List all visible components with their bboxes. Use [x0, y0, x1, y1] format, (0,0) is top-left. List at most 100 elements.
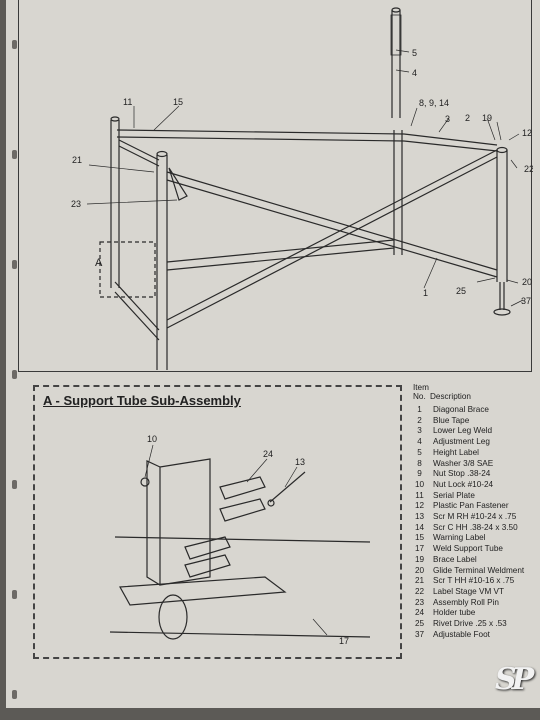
part-number: 25 [414, 619, 425, 629]
callout-a: A [95, 257, 103, 269]
parts-table-row: 8 Washer 3/8 SAE [411, 459, 540, 470]
callout-22: 22 [524, 164, 533, 174]
part-number: 23 [414, 597, 425, 607]
part-number: 21 [414, 576, 425, 586]
part-description: Label Stage VM VT [433, 586, 504, 596]
callout-19: 19 [482, 113, 492, 123]
part-number: 37 [414, 629, 425, 639]
part-number: 13 [414, 512, 425, 522]
callout-2: 2 [465, 113, 470, 123]
part-description: Holder tube [433, 608, 476, 618]
part-description: Diagonal Brace [433, 405, 489, 414]
part-number: 17 [414, 544, 425, 554]
part-description: Warning Label [433, 533, 486, 543]
subassembly-panel: A - Support Tube Sub-Assembly 10 24 13 1… [33, 385, 402, 659]
parts-table-row: 14 Scr C HH .38-24 x 3.50 [411, 523, 540, 534]
callout-4: 4 [412, 68, 417, 78]
part-number: 8 [417, 458, 422, 468]
part-description: Lower Leg Weld [433, 426, 493, 436]
callout-20: 20 [522, 277, 532, 287]
subassembly-title: A - Support Tube Sub-Assembly [43, 393, 241, 408]
parts-table-row: 9 Nut Stop .38-24 [411, 469, 540, 480]
frame-diagram: 5 4 11 15 8, 9, 14 3 2 19 12 21 22 23 A … [71, 7, 533, 370]
sub-callout-24: 24 [263, 449, 273, 459]
parts-table-row: 21 Scr T HH #10-16 x .75 [411, 576, 540, 587]
parts-table-row: 5 Height Label [411, 448, 540, 459]
part-number: 1 [417, 405, 422, 414]
part-description: Blue Tape [433, 415, 470, 425]
part-number: 3 [417, 426, 422, 436]
callout-12: 12 [522, 128, 532, 138]
header-item: Item [413, 383, 429, 392]
part-number: 5 [417, 447, 422, 457]
callout-3: 3 [445, 114, 450, 124]
callout-5: 5 [412, 48, 417, 58]
callout-23: 23 [71, 199, 81, 209]
parts-table-row: 2 Blue Tape [411, 416, 540, 427]
part-number: 9 [417, 469, 422, 479]
callout-1: 1 [423, 288, 428, 298]
parts-table-row: 37 Adjustable Foot [411, 630, 540, 641]
parts-table-header: Item No. Description [411, 383, 540, 405]
parts-table-row: 12 Plastic Pan Fastener [411, 501, 540, 512]
parts-table-row: 15 Warning Label [411, 533, 540, 544]
header-no: No. [413, 392, 426, 401]
callout-37: 37 [521, 296, 531, 306]
part-number: 14 [414, 522, 425, 532]
parts-table-row: 3 Lower Leg Weld [411, 426, 540, 437]
part-description: Height Label [433, 447, 479, 457]
part-description: Adjustable Foot [433, 629, 490, 639]
parts-table-row: 24 Holder tube [411, 608, 540, 619]
part-description: Scr M RH #10-24 x .75 [433, 512, 517, 522]
subassembly-diagram: 10 24 13 17 [109, 434, 371, 646]
parts-table-rows: 1 Diagonal Brace 2 Blue Tape 3 Lower Leg Weld… [411, 405, 540, 640]
part-number: 24 [414, 608, 425, 618]
part-description: Scr C HH .38-24 x 3.50 [433, 522, 518, 532]
frame-diagram-panel: 5 4 11 15 8, 9, 14 3 2 19 12 21 22 23 A … [18, 0, 533, 372]
part-description: Scr T HH #10-16 x .75 [433, 576, 515, 586]
callout-15: 15 [173, 97, 183, 107]
callout-8-9-14: 8, 9, 14 [419, 98, 449, 108]
part-description: Serial Plate [433, 490, 475, 500]
parts-table-row: 17 Weld Support Tube [411, 544, 540, 555]
part-number: 4 [417, 437, 422, 447]
part-number: 10 [414, 479, 425, 489]
header-description: Description [430, 392, 471, 401]
parts-table: Item No. Description 1 Diagonal Brace 2 Blu… [411, 383, 540, 640]
parts-table-row: 20 Glide Terminal Weldment [411, 566, 540, 577]
callout-25: 25 [456, 286, 466, 296]
parts-table-row: 19 Brace Label [411, 555, 540, 566]
part-number: 11 [415, 490, 424, 500]
part-description: Nut Stop .38-24 [433, 469, 491, 479]
sub-callout-13: 13 [295, 457, 305, 467]
callout-21: 21 [72, 155, 82, 165]
parts-table-row: 13 Scr M RH #10-24 x .75 [411, 512, 540, 523]
part-number: 20 [414, 565, 425, 575]
parts-table-row: 4 Adjustment Leg [411, 437, 540, 448]
parts-table-row: 25 Rivet Drive .25 x .53 [411, 619, 540, 630]
part-description: Plastic Pan Fastener [433, 501, 509, 511]
parts-table-row: 22 Label Stage VM VT [411, 587, 540, 598]
part-number: 2 [417, 415, 422, 425]
part-description: Adjustment Leg [433, 437, 490, 447]
part-number: 19 [414, 554, 425, 564]
part-number: 12 [414, 501, 425, 511]
part-number: 22 [414, 586, 425, 596]
parts-table-row: 23 Assembly Roll Pin [411, 598, 540, 609]
sub-callout-17: 17 [339, 636, 349, 646]
parts-table-row: 1 Diagonal Brace [411, 405, 540, 416]
part-description: Weld Support Tube [433, 544, 503, 554]
sub-callout-10: 10 [147, 434, 157, 444]
part-description: Nut Lock #10-24 [433, 479, 494, 489]
part-description: Washer 3/8 SAE [433, 458, 494, 468]
part-description: Glide Terminal Weldment [433, 565, 525, 575]
parts-table-row: 10 Nut Lock #10-24 [411, 480, 540, 491]
part-number: 15 [414, 533, 425, 543]
part-description: Brace Label [433, 554, 477, 564]
callout-11: 11 [123, 97, 132, 107]
part-description: Assembly Roll Pin [433, 597, 499, 607]
watermark-logo: SP [495, 662, 534, 697]
parts-table-row: 11 Serial Plate [411, 491, 540, 502]
instruction-sheet: 5 4 11 15 8, 9, 14 3 2 19 12 21 22 23 A … [6, 0, 540, 708]
part-description: Rivet Drive .25 x .53 [433, 619, 507, 629]
